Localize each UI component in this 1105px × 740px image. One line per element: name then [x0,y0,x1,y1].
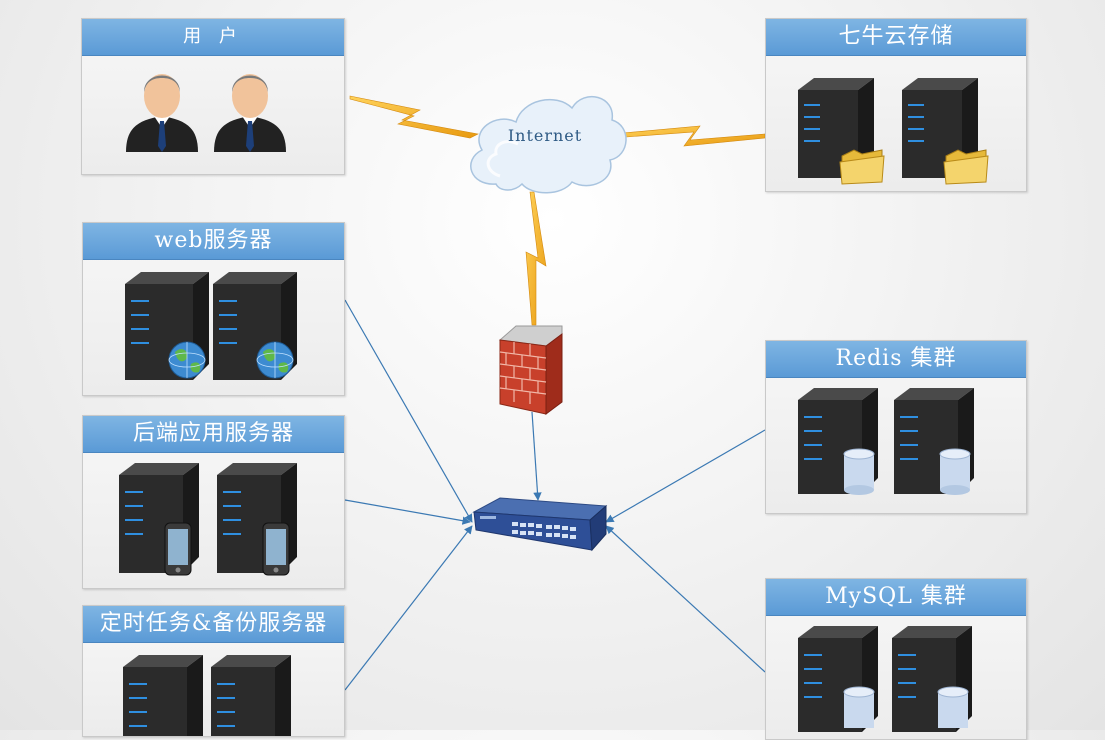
redis-cluster-panel: Redis 集群 [765,340,1027,514]
mysql-cluster-panel: MySQL 集群 [765,578,1027,740]
users-panel: 用 户 [81,18,345,175]
backend-server-panel: 后端应用服务器 [82,415,345,589]
link-cron-switch [344,525,473,691]
internet-label: Internet [507,126,583,145]
cron-title: 定时任务&备份服务器 [83,606,344,643]
server-icon [119,463,297,576]
database-icon [937,686,969,728]
server-icon [123,655,291,736]
lightning-users-internet [349,95,479,139]
database-icon [843,448,875,495]
globe-icon [256,341,294,379]
lightning-internet-firewall [525,191,547,326]
users-title: 用 户 [82,19,344,56]
lightning-internet-qiniu [611,125,766,147]
link-mysql-switch [605,525,766,673]
redis-title: Redis 集群 [766,341,1026,378]
link-firewall-switch [531,411,542,501]
backend-title: 后端应用服务器 [83,416,344,453]
cloud-icon [470,96,627,194]
qiniu-title: 七牛云存储 [766,19,1026,56]
server-icon [798,78,989,185]
phone-icon [164,522,192,576]
link-redis-switch [605,429,766,523]
globe-icon [168,341,206,379]
server-icon [125,272,297,380]
folder-icon [943,149,989,185]
phone-icon [262,522,290,576]
web-title: web服务器 [83,223,344,260]
database-icon [843,686,875,728]
server-icon [798,626,972,732]
link-backend-switch [344,499,471,525]
mysql-title: MySQL 集群 [766,579,1026,616]
firewall-icon [498,325,563,415]
link-web-switch [344,299,473,523]
database-icon [939,448,971,495]
qiniu-storage-panel: 七牛云存储 [765,18,1027,192]
folder-icon [839,149,885,185]
switch-icon [472,497,608,552]
cron-backup-panel: 定时任务&备份服务器 [82,605,345,737]
server-icon [798,388,974,495]
user-icon [126,74,286,152]
web-server-panel: web服务器 [82,222,345,396]
